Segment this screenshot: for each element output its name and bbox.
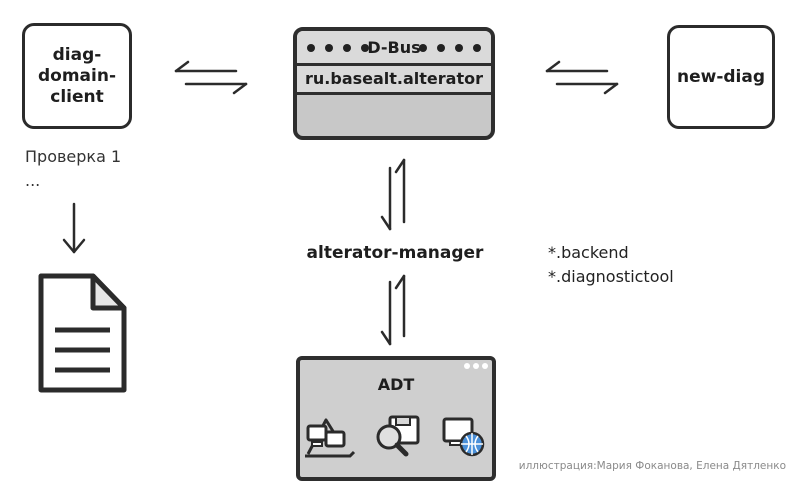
adt-window: ADT: [296, 356, 496, 481]
dbus-dot: [473, 44, 481, 52]
check-ellipsis: ...: [25, 171, 41, 190]
window-control-dot: [473, 363, 479, 369]
dbus-newdiag-arrow: [545, 60, 619, 95]
dbus-manager-arrow: [380, 158, 406, 231]
manager-adt-arrow: [380, 274, 406, 346]
alterator-manager-label: alterator-manager: [306, 243, 484, 263]
dbus-dot: [307, 44, 315, 52]
window-control-dot: [464, 363, 470, 369]
dbus-dot: [419, 44, 427, 52]
backend-list: *.backend *.diagnostictool: [548, 241, 674, 289]
network-computers-icon: [305, 418, 356, 458]
dbus-dot: [455, 44, 463, 52]
new-diag-title: new-diag: [676, 66, 766, 87]
client-title-line1: diag-: [52, 44, 102, 65]
illustration-credit: иллюстрация:Мария Фоканова, Елена Дятлен…: [518, 460, 786, 472]
client-dbus-arrow: [174, 60, 248, 95]
dbus-dot: [343, 44, 351, 52]
report-document-icon: [38, 273, 127, 393]
dbus-window: D-Bus ru.basealt.alterator: [293, 27, 495, 140]
dbus-dot: [361, 44, 369, 52]
dbus-titlebar: D-Bus: [297, 31, 491, 66]
checks-report-arrow: [62, 202, 86, 254]
search-disk-icon: [376, 415, 420, 457]
computer-globe-icon: [442, 417, 485, 457]
check-label: Проверка 1: [25, 147, 122, 166]
diag-domain-client-box: diag- domain- client: [22, 23, 132, 129]
dbus-dot: [437, 44, 445, 52]
adt-title: ADT: [377, 375, 415, 394]
client-title-line3: client: [50, 86, 104, 107]
window-control-dot: [482, 363, 488, 369]
client-title-line2: domain-: [37, 65, 117, 86]
dbus-title: D-Bus: [367, 37, 421, 57]
new-diag-box: new-diag: [667, 25, 775, 129]
dbus-service-name: ru.basealt.alterator: [297, 66, 491, 95]
diagnostictool-item: *.diagnostictool: [548, 267, 674, 286]
backend-item: *.backend: [548, 243, 629, 262]
dbus-dot: [325, 44, 333, 52]
